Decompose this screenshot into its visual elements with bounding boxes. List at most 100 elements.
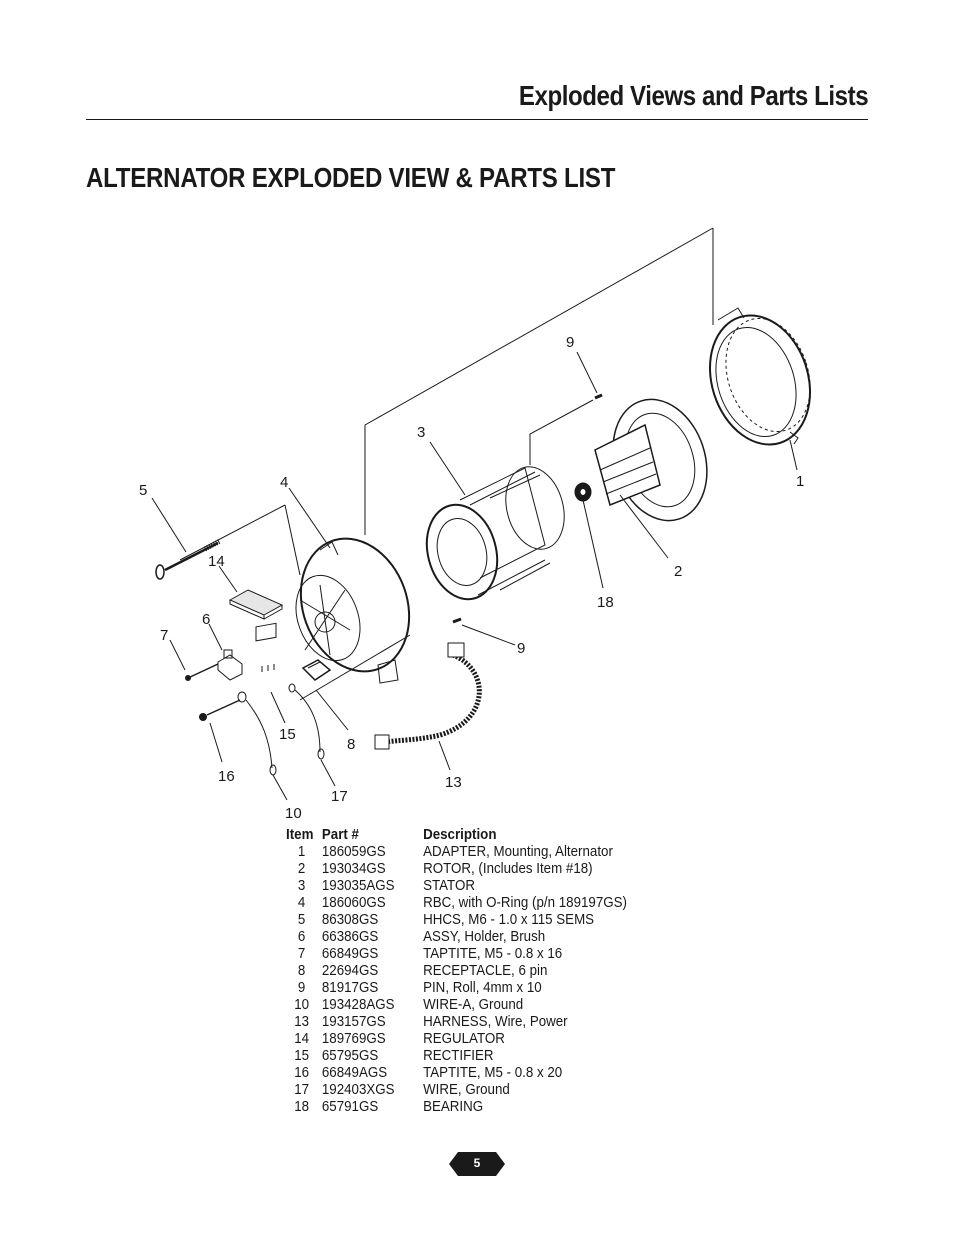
item-cell: 6 — [297, 929, 306, 945]
part-cell: 192403XGS — [321, 1082, 395, 1098]
item-cell: 7 — [297, 946, 306, 962]
bolt-part — [155, 538, 222, 580]
table-row: 4 186060GS RBC, with O-Ring (p/n 189197GS) — [286, 895, 662, 912]
part-cell: 193428AGS — [321, 997, 395, 1013]
description-cell: ADAPTER, Mounting, Alternator — [423, 844, 613, 860]
callout-label: 8 — [347, 736, 355, 753]
callout-label: 7 — [160, 627, 168, 644]
part-cell: 66849GS — [321, 946, 379, 962]
part-cell: 193034GS — [321, 861, 386, 877]
description-cell: WIRE, Ground — [423, 1082, 510, 1098]
callout-label: 17 — [331, 788, 348, 805]
part-cell: 22694GS — [321, 963, 379, 979]
item-cell: 2 — [297, 861, 306, 877]
item-cell: 8 — [297, 963, 306, 979]
rotor-part — [574, 398, 708, 522]
header-rule — [86, 119, 868, 120]
table-row: 9 81917GS PIN, Roll, 4mm x 10 — [286, 980, 662, 997]
description-cell: TAPTITE, M5 - 0.8 x 20 — [423, 1065, 563, 1081]
part-cell: 65795GS — [321, 1048, 379, 1064]
callout-label: 5 — [139, 482, 147, 499]
description-cell: PIN, Roll, 4mm x 10 — [423, 980, 542, 996]
description-cell: WIRE-A, Ground — [423, 997, 524, 1013]
part-cell: 193157GS — [321, 1014, 386, 1030]
part-cell: 81917GS — [321, 980, 379, 996]
callout-label: 18 — [597, 594, 614, 611]
alignment-lines — [179, 227, 714, 701]
callout-label: 2 — [674, 563, 682, 580]
callout-labels: 5 4 14 6 7 15 8 16 10 17 13 3 9 9 18 2 1 — [139, 334, 804, 822]
description-cell: TAPTITE, M5 - 0.8 x 16 — [423, 946, 563, 962]
part-cell: 86308GS — [321, 912, 379, 928]
description-cell: ASSY, Holder, Brush — [423, 929, 546, 945]
part-cell: 65791GS — [321, 1099, 379, 1115]
callout-label: 1 — [796, 473, 804, 490]
callout-label: 13 — [445, 774, 462, 791]
regulator-part — [228, 589, 284, 620]
harness-part — [374, 642, 482, 750]
callout-label: 6 — [202, 611, 210, 628]
page-number-badge — [449, 1152, 505, 1176]
part-cell: 193035AGS — [321, 878, 395, 894]
column-header-description: Description — [423, 827, 497, 843]
section-title: ALTERNATOR EXPLODED VIEW & PARTS LIST — [86, 162, 616, 193]
item-cell: 15 — [294, 1048, 310, 1064]
ground-wire-10-part — [199, 691, 277, 776]
header-title: Exploded Views and Parts Lists — [518, 80, 869, 111]
item-cell: 1 — [297, 844, 306, 860]
rbc-housing-part — [295, 537, 411, 684]
brush-holder-part — [217, 649, 243, 681]
page-number: 5 — [473, 1156, 481, 1170]
table-header-row: Item Part # Description — [286, 827, 662, 844]
table-row: 7 66849GS TAPTITE, M5 - 0.8 x 16 — [286, 946, 662, 963]
description-cell: REGULATOR — [423, 1031, 505, 1047]
description-cell: HARNESS, Wire, Power — [423, 1014, 568, 1030]
part-cell: 66849AGS — [321, 1065, 388, 1081]
item-cell: 4 — [297, 895, 306, 911]
callout-label: 14 — [208, 553, 225, 570]
roll-pin-parts — [452, 393, 603, 624]
description-cell: RECTIFIER — [423, 1048, 494, 1064]
callout-label: 16 — [218, 768, 235, 785]
item-cell: 5 — [297, 912, 306, 928]
table-row: 1 186059GS ADAPTER, Mounting, Alternator — [286, 844, 662, 861]
leader-lines — [151, 351, 798, 801]
part-cell: 186059GS — [321, 844, 386, 860]
adapter-ring-part — [709, 307, 811, 446]
callout-label: 9 — [566, 334, 574, 351]
description-cell: ROTOR, (Includes Item #18) — [423, 861, 593, 877]
part-cell: 186060GS — [321, 895, 386, 911]
table-row: 6 66386GS ASSY, Holder, Brush — [286, 929, 662, 946]
screw-7-part — [185, 663, 219, 681]
table-row: 8 22694GS RECEPTACLE, 6 pin — [286, 963, 662, 980]
item-cell: 9 — [297, 980, 306, 996]
table-row: 3 193035AGS STATOR — [286, 878, 662, 895]
callout-label: 9 — [517, 640, 525, 657]
item-cell: 14 — [294, 1031, 310, 1047]
column-header-part: Part # — [321, 827, 359, 843]
receptacle-part — [301, 659, 332, 681]
description-cell: STATOR — [423, 878, 475, 894]
part-cell: 66386GS — [321, 929, 379, 945]
rectifier-part — [255, 622, 277, 672]
description-cell: RBC, with O-Ring (p/n 189197GS) — [423, 895, 627, 911]
column-header-item: Item — [286, 827, 314, 843]
table-row: 2 193034GS ROTOR, (Includes Item #18) — [286, 861, 662, 878]
callout-label: 10 — [285, 805, 302, 822]
description-cell: RECEPTACLE, 6 pin — [423, 963, 548, 979]
callout-label: 3 — [417, 424, 425, 441]
item-cell: 3 — [297, 878, 306, 894]
ground-wire-17-part — [288, 683, 325, 760]
description-cell: BEARING — [423, 1099, 484, 1115]
stator-part — [425, 466, 565, 601]
callout-label: 15 — [279, 726, 296, 743]
item-cell: 10 — [294, 997, 310, 1013]
parts-list-table: Item Part # Description 1 186059GS ADAPTER… — [286, 827, 662, 1116]
table-row: 10 193428AGS WIRE-A, Ground — [286, 997, 662, 1014]
item-cell: 18 — [294, 1099, 310, 1115]
